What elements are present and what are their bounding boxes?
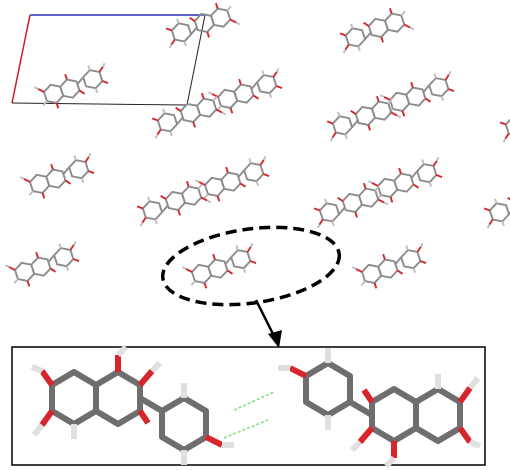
molecule-dimer <box>175 178 395 293</box>
hydrogen-bond-icon <box>223 419 269 439</box>
dashed-ellipse-icon <box>160 225 342 307</box>
molecule-dimer <box>188 91 408 206</box>
dimer-detail-panel <box>11 346 486 466</box>
molecule-dimer <box>345 178 510 293</box>
unit-cell-edge <box>11 102 188 106</box>
molecule-dimer <box>361 92 510 207</box>
molecule-dimer <box>0 176 218 291</box>
unit-cell-axis-a <box>11 14 31 104</box>
dimer-detail <box>32 347 480 466</box>
molecule-dimer <box>373 6 510 121</box>
crystal-packing <box>0 0 510 293</box>
hydrogen-bond-icon <box>233 391 275 411</box>
molecule-dimer <box>27 0 247 113</box>
arrow-down-icon <box>254 299 282 348</box>
